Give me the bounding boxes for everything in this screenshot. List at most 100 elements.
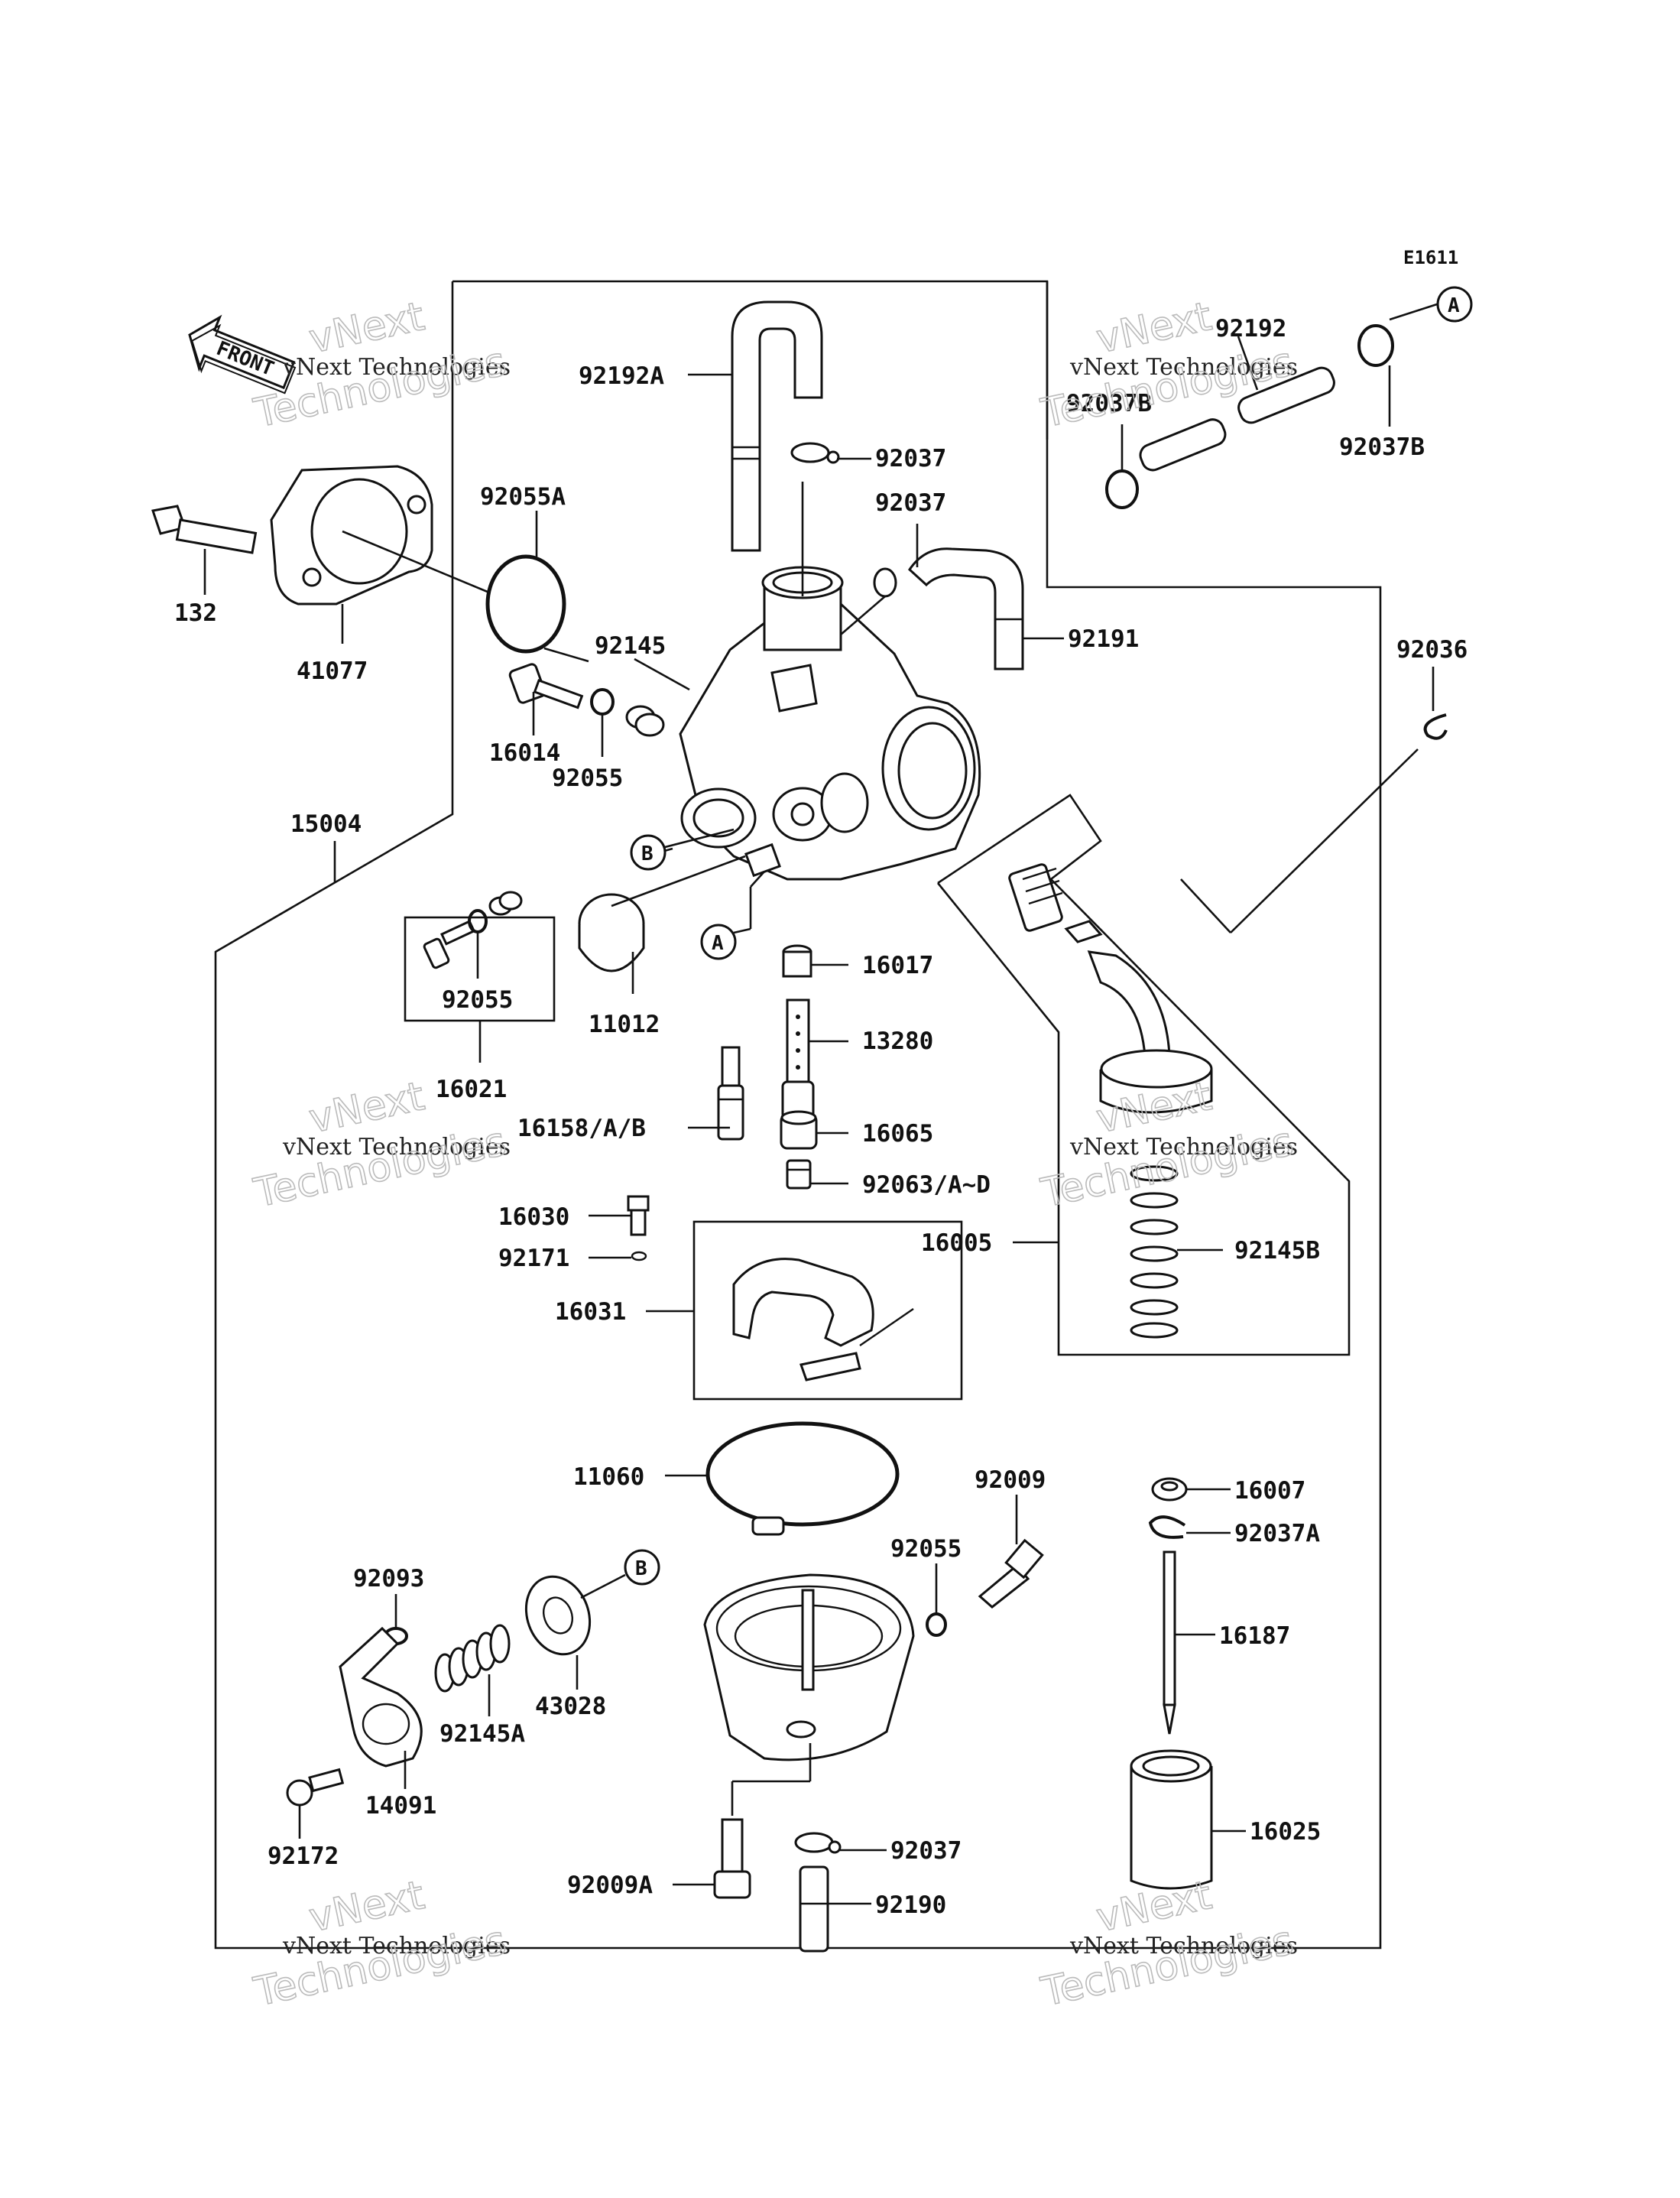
label-92192a: 92192A <box>579 362 664 390</box>
label-43028: 43028 <box>535 1693 606 1720</box>
clip-92037b-left <box>1105 469 1139 509</box>
label-92093: 92093 <box>353 1565 424 1592</box>
float-16031 <box>732 1258 914 1381</box>
main-jet-92063 <box>786 1159 812 1190</box>
label-92037b-right: 92037B <box>1339 433 1425 461</box>
ref-marker-a-top: A <box>1436 286 1473 323</box>
label-92009a: 92009A <box>567 1872 653 1899</box>
label-92055a: 92055A <box>480 483 566 511</box>
svg-text:vNext: vNext <box>305 294 428 362</box>
label-132: 132 <box>174 599 217 627</box>
label-16025: 16025 <box>1250 1818 1321 1846</box>
ref-marker-b-bot: B <box>624 1549 660 1586</box>
screw-16014 <box>508 663 584 709</box>
spring-92145b <box>1130 1165 1179 1339</box>
label-92037-bottom: 92037 <box>890 1837 962 1865</box>
label-16031: 16031 <box>555 1298 626 1326</box>
svg-text:vNext Technologies: vNext Technologies <box>282 1933 511 1959</box>
clip-92037-mid <box>873 567 897 598</box>
gasket-11060 <box>705 1421 900 1527</box>
label-92063: 92063/A~D <box>862 1171 991 1199</box>
label-92036: 92036 <box>1396 636 1468 664</box>
label-92145: 92145 <box>595 632 666 660</box>
label-16030: 16030 <box>498 1203 569 1231</box>
ref-marker-b-mid: B <box>630 834 666 871</box>
svg-text:vNext: vNext <box>1092 1872 1215 1941</box>
o-ring-92055-c <box>926 1612 947 1637</box>
label-16187: 16187 <box>1219 1622 1290 1650</box>
svg-text:B: B <box>641 843 654 865</box>
fuel-valve-16005 <box>1008 863 1213 1114</box>
hose-92192 <box>1139 366 1335 472</box>
pilot-screw-16021 <box>423 891 523 969</box>
part-16065 <box>780 1110 818 1150</box>
svg-text:vNext Technologies: vNext Technologies <box>1069 1134 1298 1161</box>
label-92037-top: 92037 <box>875 445 946 472</box>
svg-text:vNext Technologies: vNext Technologies <box>282 1134 511 1161</box>
label-92190: 92190 <box>875 1891 946 1919</box>
spring-92145a <box>434 1624 511 1693</box>
clip-92036 <box>1423 713 1448 740</box>
svg-text:vNext Technologies: vNext Technologies <box>282 354 511 381</box>
svg-text:A: A <box>1448 294 1460 317</box>
watermark-1: vNext vNext Technologies Technologies <box>249 293 511 437</box>
label-41077: 41077 <box>297 657 368 685</box>
svg-text:vNext: vNext <box>305 1073 428 1142</box>
label-15004: 15004 <box>290 810 362 838</box>
label-92037-mid: 92037 <box>875 489 946 517</box>
label-16017: 16017 <box>862 952 933 979</box>
watermark-6: vNext vNext Technologies Technologies <box>1036 1872 1298 2016</box>
label-92037a: 92037A <box>1234 1520 1320 1547</box>
label-92145b: 92145B <box>1234 1237 1320 1265</box>
ref-marker-a-mid: A <box>700 924 737 960</box>
label-16014: 16014 <box>489 739 560 767</box>
svg-text:vNext: vNext <box>1092 294 1215 362</box>
clip-92037-top <box>790 442 840 464</box>
cap-11012 <box>578 893 645 972</box>
throttle-valve-16025 <box>1130 1749 1213 1890</box>
hose-92191 <box>908 547 1024 670</box>
label-92009: 92009 <box>975 1466 1046 1494</box>
diaphragm-43028 <box>524 1575 592 1656</box>
label-92055-c: 92055 <box>890 1535 962 1563</box>
label-11012: 11012 <box>589 1011 660 1038</box>
needle-16187 <box>1163 1550 1176 1735</box>
label-92171: 92171 <box>498 1245 569 1272</box>
label-92145a: 92145A <box>439 1720 525 1748</box>
watermark-3: vNext vNext Technologies Technologies <box>249 1073 511 1217</box>
o-ring-92055-a <box>590 688 615 716</box>
watermark-5: vNext vNext Technologies Technologies <box>249 1872 511 2016</box>
label-92055-b: 92055 <box>442 986 513 1014</box>
leader-lines <box>203 303 1438 1905</box>
label-11060: 11060 <box>573 1463 644 1491</box>
svg-text:vNext: vNext <box>305 1872 428 1941</box>
screw-92172 <box>286 1768 345 1807</box>
gasket-11060-tab <box>751 1516 785 1536</box>
label-16158: 16158/A/B <box>517 1115 646 1142</box>
svg-text:vNext Technologies: vNext Technologies <box>1069 1933 1298 1959</box>
part-16017 <box>782 944 812 978</box>
o-ring-92055a <box>485 554 566 654</box>
hose-92192a <box>731 300 823 552</box>
label-92192: 92192 <box>1215 315 1286 343</box>
label-16005: 16005 <box>921 1229 992 1257</box>
float-chamber <box>703 1573 915 1761</box>
label-16007: 16007 <box>1234 1477 1305 1505</box>
label-14091: 14091 <box>365 1792 436 1820</box>
label-92172: 92172 <box>268 1842 339 1870</box>
pilot-jet-16158 <box>717 1046 744 1141</box>
clip-92037a <box>1148 1515 1186 1539</box>
label-92055-a: 92055 <box>552 765 623 792</box>
label-16065: 16065 <box>862 1120 933 1148</box>
clip-92037b-right <box>1357 324 1394 367</box>
label-13280: 13280 <box>862 1028 933 1055</box>
fuel-valve-box-outline <box>936 794 1351 1356</box>
screw-92009a <box>713 1818 751 1899</box>
svg-text:B: B <box>635 1557 647 1580</box>
cover-14091 <box>339 1626 423 1768</box>
part-16007 <box>1151 1477 1188 1502</box>
spring-92145 <box>625 705 665 737</box>
label-16021: 16021 <box>436 1076 507 1103</box>
hose-92190 <box>799 1865 829 1953</box>
